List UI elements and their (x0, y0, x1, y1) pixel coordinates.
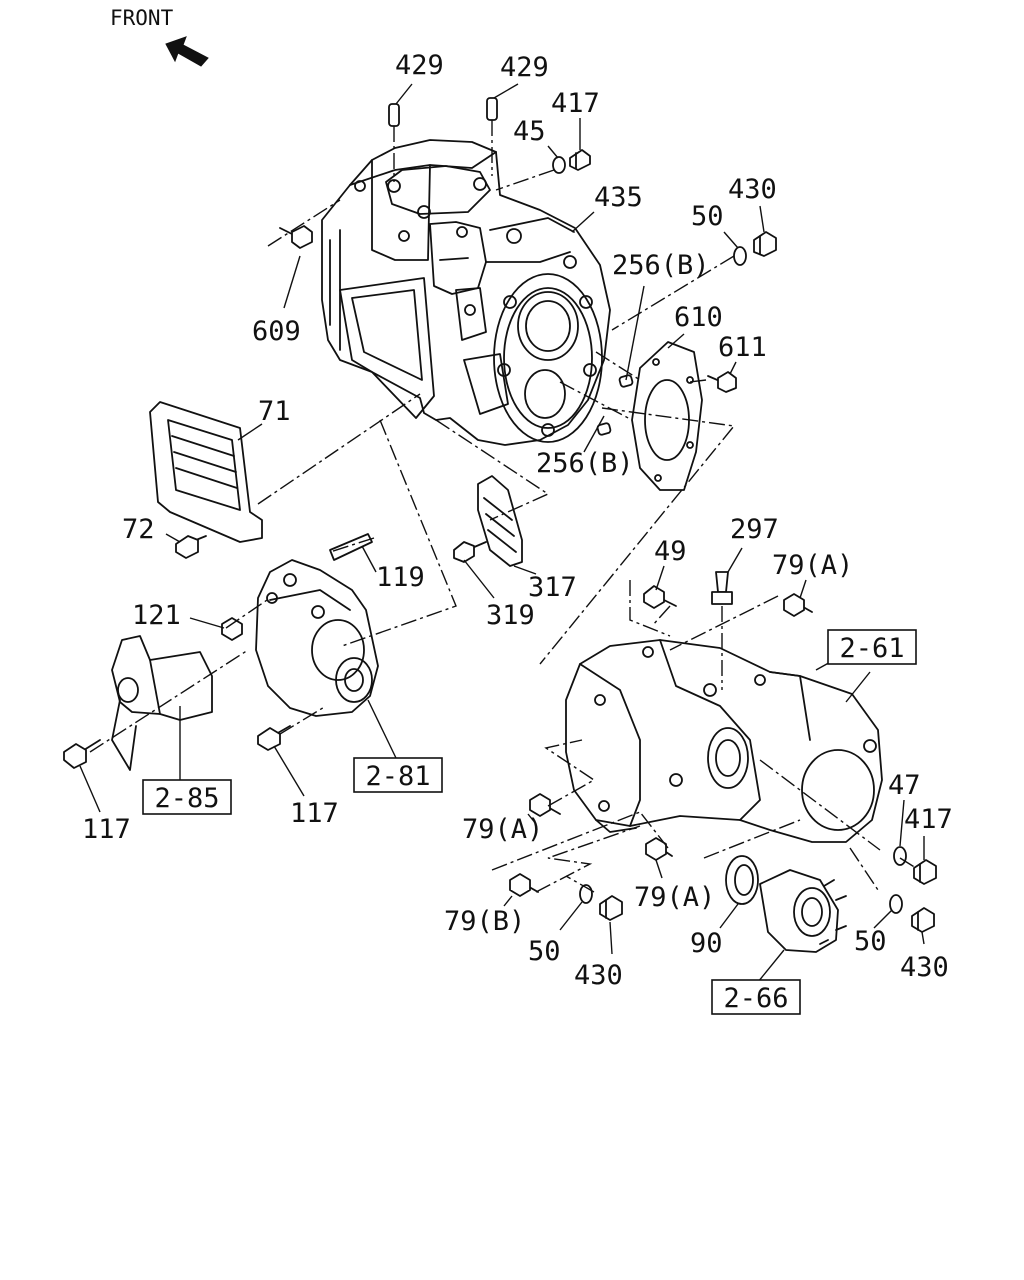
oil-seal-90 (725, 855, 759, 905)
callout-117-left: 117 (82, 814, 131, 845)
callout-79a-middle: 79(A) (462, 814, 543, 845)
bolt-72 (175, 535, 207, 559)
strainer-317 (477, 475, 523, 567)
callout-417-lower: 417 (904, 804, 953, 835)
callout-256b-bottom: 256(B) (536, 448, 634, 479)
reference-2-61[interactable]: 2-61 (827, 629, 917, 665)
washer-50-right (889, 894, 903, 914)
callout-430-top: 430 (728, 174, 777, 205)
dowel-256b-lower (596, 422, 612, 436)
svg-text:2-61: 2-61 (839, 633, 904, 664)
callout-297: 297 (730, 514, 779, 545)
callout-117-right: 117 (290, 798, 339, 829)
dowel-pin-right (486, 97, 498, 121)
plug-430-left (599, 895, 623, 921)
callout-609: 609 (252, 316, 301, 347)
plug-430-right (911, 907, 935, 933)
callout-50-top: 50 (691, 201, 724, 232)
callout-435: 435 (594, 182, 643, 213)
svg-text:2-81: 2-81 (365, 761, 430, 792)
cover-plate-71 (149, 401, 263, 543)
bolt-609 (279, 225, 313, 249)
front-label: FRONT (110, 6, 174, 30)
callout-121: 121 (132, 600, 181, 631)
callout-430-left: 430 (574, 960, 623, 991)
callout-71: 71 (258, 396, 291, 427)
front-arrow-icon (165, 36, 209, 67)
callout-45: 45 (513, 116, 546, 147)
extension-housing (255, 559, 379, 717)
plug-417-top (569, 149, 591, 171)
callout-610: 610 (674, 302, 723, 333)
callout-417-top: 417 (551, 88, 600, 119)
svg-text:2-85: 2-85 (154, 783, 219, 814)
callout-430-right: 430 (900, 952, 949, 983)
reference-2-66[interactable]: 2-66 (711, 979, 801, 1015)
stud-119 (329, 533, 373, 561)
bolt-611 (707, 371, 737, 393)
leader-lines (79, 83, 925, 983)
callout-319: 319 (486, 600, 535, 631)
dowel-pin-left (388, 103, 400, 127)
callout-90: 90 (690, 928, 723, 959)
reference-2-81[interactable]: 2-81 (353, 757, 443, 793)
washer-47 (893, 846, 907, 866)
callout-429-right: 429 (500, 52, 549, 83)
transmission-case (321, 139, 611, 446)
plug-430-top (753, 231, 777, 257)
bolt-117-left (63, 739, 101, 769)
assembly-lines (89, 120, 917, 893)
callout-50-right: 50 (854, 926, 887, 957)
mount-bracket (111, 635, 213, 771)
bolt-79b (509, 873, 539, 897)
washer-45 (552, 156, 566, 174)
nut-121 (221, 617, 243, 641)
callout-72: 72 (122, 514, 155, 545)
plug-417-lower (913, 859, 937, 885)
callout-317: 317 (528, 572, 577, 603)
bolt-117-right (257, 725, 291, 751)
dowel-256b-upper (618, 374, 634, 388)
callout-49: 49 (654, 536, 687, 567)
callout-119: 119 (376, 562, 425, 593)
callout-429-left: 429 (395, 50, 444, 81)
callout-50-left: 50 (528, 936, 561, 967)
bolt-79a-middle (529, 793, 561, 817)
gasket-610 (631, 341, 703, 491)
callout-labels: 429 429 417 45 435 430 50 256(B) 610 611… (82, 50, 953, 991)
breather-297 (711, 571, 733, 605)
callout-47: 47 (888, 770, 921, 801)
bolt-49 (643, 585, 677, 609)
svg-text:2-66: 2-66 (723, 983, 788, 1014)
washer-50-top (733, 246, 747, 266)
reference-2-85[interactable]: 2-85 (142, 779, 232, 815)
bolt-79a-low (645, 837, 673, 861)
callout-79b: 79(B) (444, 906, 525, 937)
bolt-319 (453, 541, 487, 563)
companion-flange (759, 869, 847, 953)
callout-611: 611 (718, 332, 767, 363)
callout-256b-top: 256(B) (612, 250, 710, 281)
transfer-case (565, 639, 883, 843)
callout-79a-low: 79(A) (634, 882, 715, 913)
bolt-79a-top (783, 593, 813, 617)
callout-79a-top: 79(A) (772, 550, 853, 581)
front-indicator: FRONT (110, 6, 209, 67)
